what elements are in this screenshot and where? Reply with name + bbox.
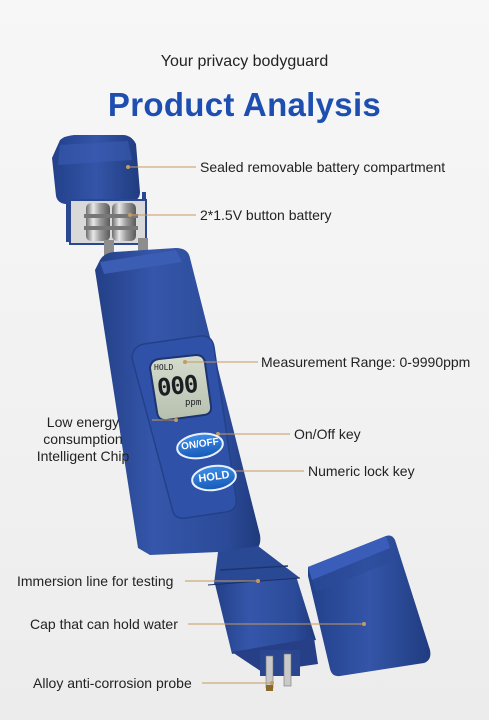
- lcd-unit: ppm: [185, 398, 202, 408]
- label-cap: Cap that can hold water: [30, 616, 178, 632]
- lcd-hold-indicator: HOLD: [154, 363, 174, 372]
- alloy-probes: [260, 650, 300, 691]
- leader-lines: [128, 166, 364, 684]
- label-battery-compartment: Sealed removable battery compartment: [200, 159, 446, 175]
- label-measurement-range: Measurement Range: 0-9990ppm: [261, 354, 471, 370]
- button-batteries: [84, 203, 138, 241]
- label-numeric-lock-key: Numeric lock key: [308, 463, 415, 479]
- label-button-battery: 2*1.5V button battery: [200, 207, 332, 223]
- page-subtitle: Your privacy bodyguard: [160, 53, 329, 70]
- label-chip-line2: consumption: [43, 431, 123, 447]
- hold-key[interactable]: [191, 463, 238, 493]
- label-immersion-line: Immersion line for testing: [17, 573, 174, 589]
- label-chip-line3: Intelligent Chip: [36, 448, 130, 464]
- water-cap: [308, 535, 431, 677]
- label-probe: Alloy anti-corrosion probe: [33, 675, 192, 691]
- label-chip-line1: Low energy: [46, 414, 120, 430]
- label-on-off-key: On/Off key: [294, 426, 361, 442]
- page-title: Product Analysis: [107, 86, 382, 123]
- on-off-key[interactable]: [176, 431, 225, 461]
- label-chip: Low energy consumption Intelligent Chip: [20, 414, 146, 465]
